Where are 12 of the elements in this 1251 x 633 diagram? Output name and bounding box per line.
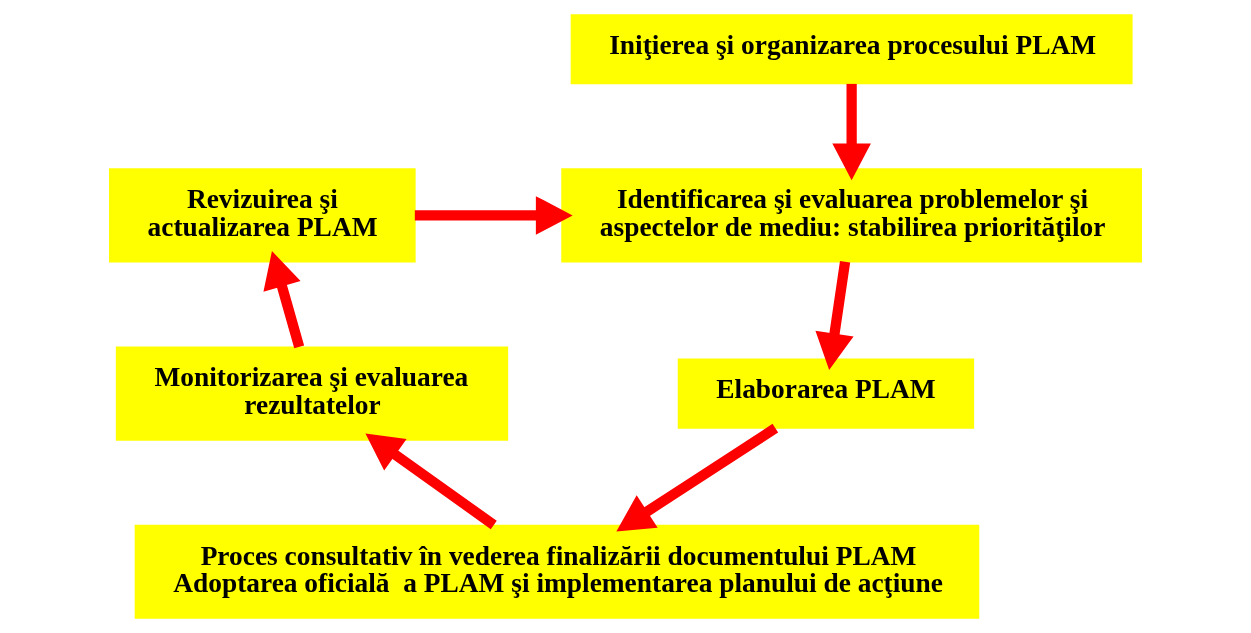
arrow bbox=[365, 433, 497, 530]
node-box: Identificarea şi evaluarea problemelor şi aspectelor de mediu: stabilirea priorităţilor bbox=[561, 168, 1142, 263]
arrow bbox=[616, 423, 779, 532]
node-box: Monitorizarea şi evaluarea rezultatelor bbox=[115, 346, 509, 441]
arrow bbox=[414, 196, 573, 235]
arrow bbox=[832, 83, 871, 181]
node-box: Iniţierea şi organizarea procesului PLAM bbox=[570, 14, 1133, 85]
arrow bbox=[815, 260, 854, 370]
node-box: Elaborarea PLAM bbox=[677, 358, 975, 429]
arrow bbox=[263, 251, 305, 349]
node-box: Revizuirea şi actualizarea PLAM bbox=[109, 168, 416, 263]
node-box: Proces consultativ în vederea finalizării documentului PLAM Adoptarea oficială a PLAM şi implementarea planului de acţiune bbox=[134, 524, 980, 619]
